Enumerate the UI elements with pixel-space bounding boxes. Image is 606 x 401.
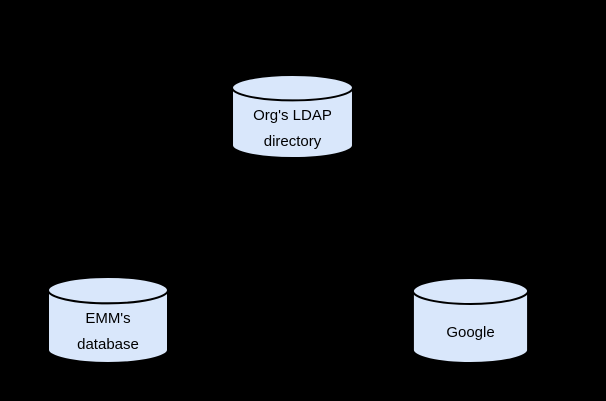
- db-node-label: EMM's database: [47, 302, 169, 362]
- db-node-label-line: directory: [263, 132, 322, 150]
- db-node-label-line: Org's LDAP: [253, 106, 332, 124]
- db-node-label-line: database: [77, 336, 139, 353]
- db-node-emms-database: EMM's database: [47, 276, 169, 364]
- database-cylinder-icon: [231, 74, 354, 159]
- database-cylinder-icon: [47, 276, 169, 364]
- db-node-label: Org's LDAP directory: [231, 100, 354, 157]
- db-node-label: Google: [412, 303, 529, 362]
- db-node-label-line: EMM's: [85, 310, 131, 327]
- db-node-orgs-ldap-directory: Org's LDAP directory: [231, 74, 354, 159]
- database-cylinder-icon: [412, 277, 529, 364]
- db-node-google: Google: [412, 277, 529, 364]
- db-node-label-line: Google: [446, 323, 495, 341]
